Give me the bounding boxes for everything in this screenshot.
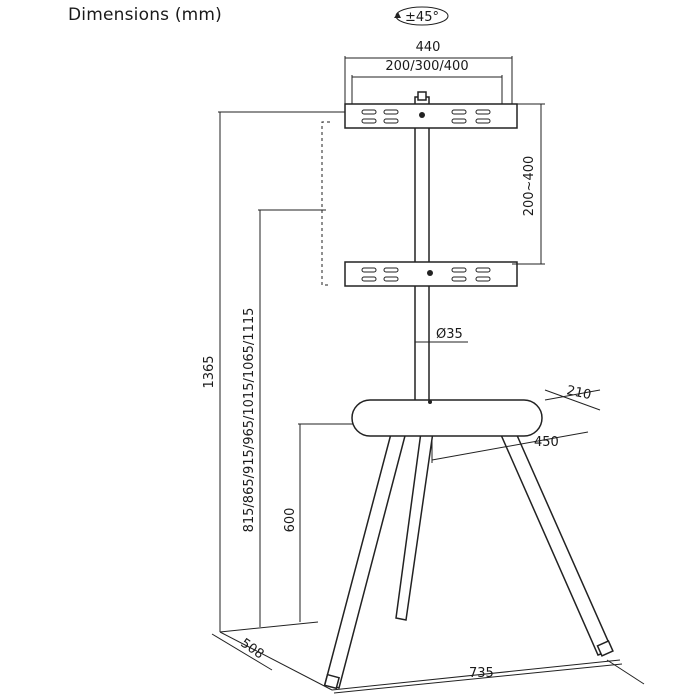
shelf-height-label: 600 (283, 508, 298, 533)
bracket-spacing-label: 200~400 (522, 156, 537, 217)
base-width-label: 735 (469, 666, 494, 681)
rotation-label: ±45° (405, 10, 439, 25)
width-total-dimension: 440 (344, 40, 513, 105)
rotation-indicator: ±45° (394, 6, 449, 26)
right-leg (496, 423, 614, 656)
width-total-label: 440 (416, 40, 441, 55)
height-options-dimension: 815/865/915/965/1015/1065/1115 (242, 209, 326, 627)
shelf-height-dimension: 600 (283, 423, 360, 622)
height-total-label: 1365 (202, 355, 217, 388)
height-options-label: 815/865/915/965/1015/1065/1115 (242, 308, 257, 533)
shelf (351, 399, 543, 437)
vesa-dimension: 200/300/400 (351, 59, 503, 106)
shelf-depth-label: 210 (565, 383, 592, 403)
shelf-depth-dimension: 210 (544, 383, 601, 411)
pole-top-cap (417, 91, 427, 101)
shelf-width-label: 450 (534, 435, 559, 450)
tv-outline-dashed (321, 121, 330, 286)
shelf-mount-screw (428, 400, 432, 404)
back-leg (395, 431, 434, 621)
base-width-dimension: 735 (333, 659, 645, 694)
diagram-title: Dimensions (mm) (68, 5, 223, 25)
shelf-width-dimension: 450 (431, 431, 589, 463)
base-footprint (219, 621, 621, 691)
upper-vesa-bracket (344, 103, 518, 129)
left-leg (324, 429, 407, 689)
vesa-label: 200/300/400 (385, 59, 468, 74)
left-leg-foot (323, 673, 341, 690)
pole (414, 96, 430, 408)
right-leg-foot (596, 640, 614, 657)
pole-diameter-label: Ø35 (436, 327, 463, 342)
lower-vesa-bracket (344, 261, 518, 287)
base-depth-dimension: 508 (211, 633, 273, 671)
rotation-arrow-icon (394, 12, 401, 18)
pole-diameter-dimension: Ø35 (415, 327, 468, 343)
height-total-dimension: 1365 (202, 111, 422, 632)
bracket-spacing-dimension: 200~400 (512, 103, 545, 265)
